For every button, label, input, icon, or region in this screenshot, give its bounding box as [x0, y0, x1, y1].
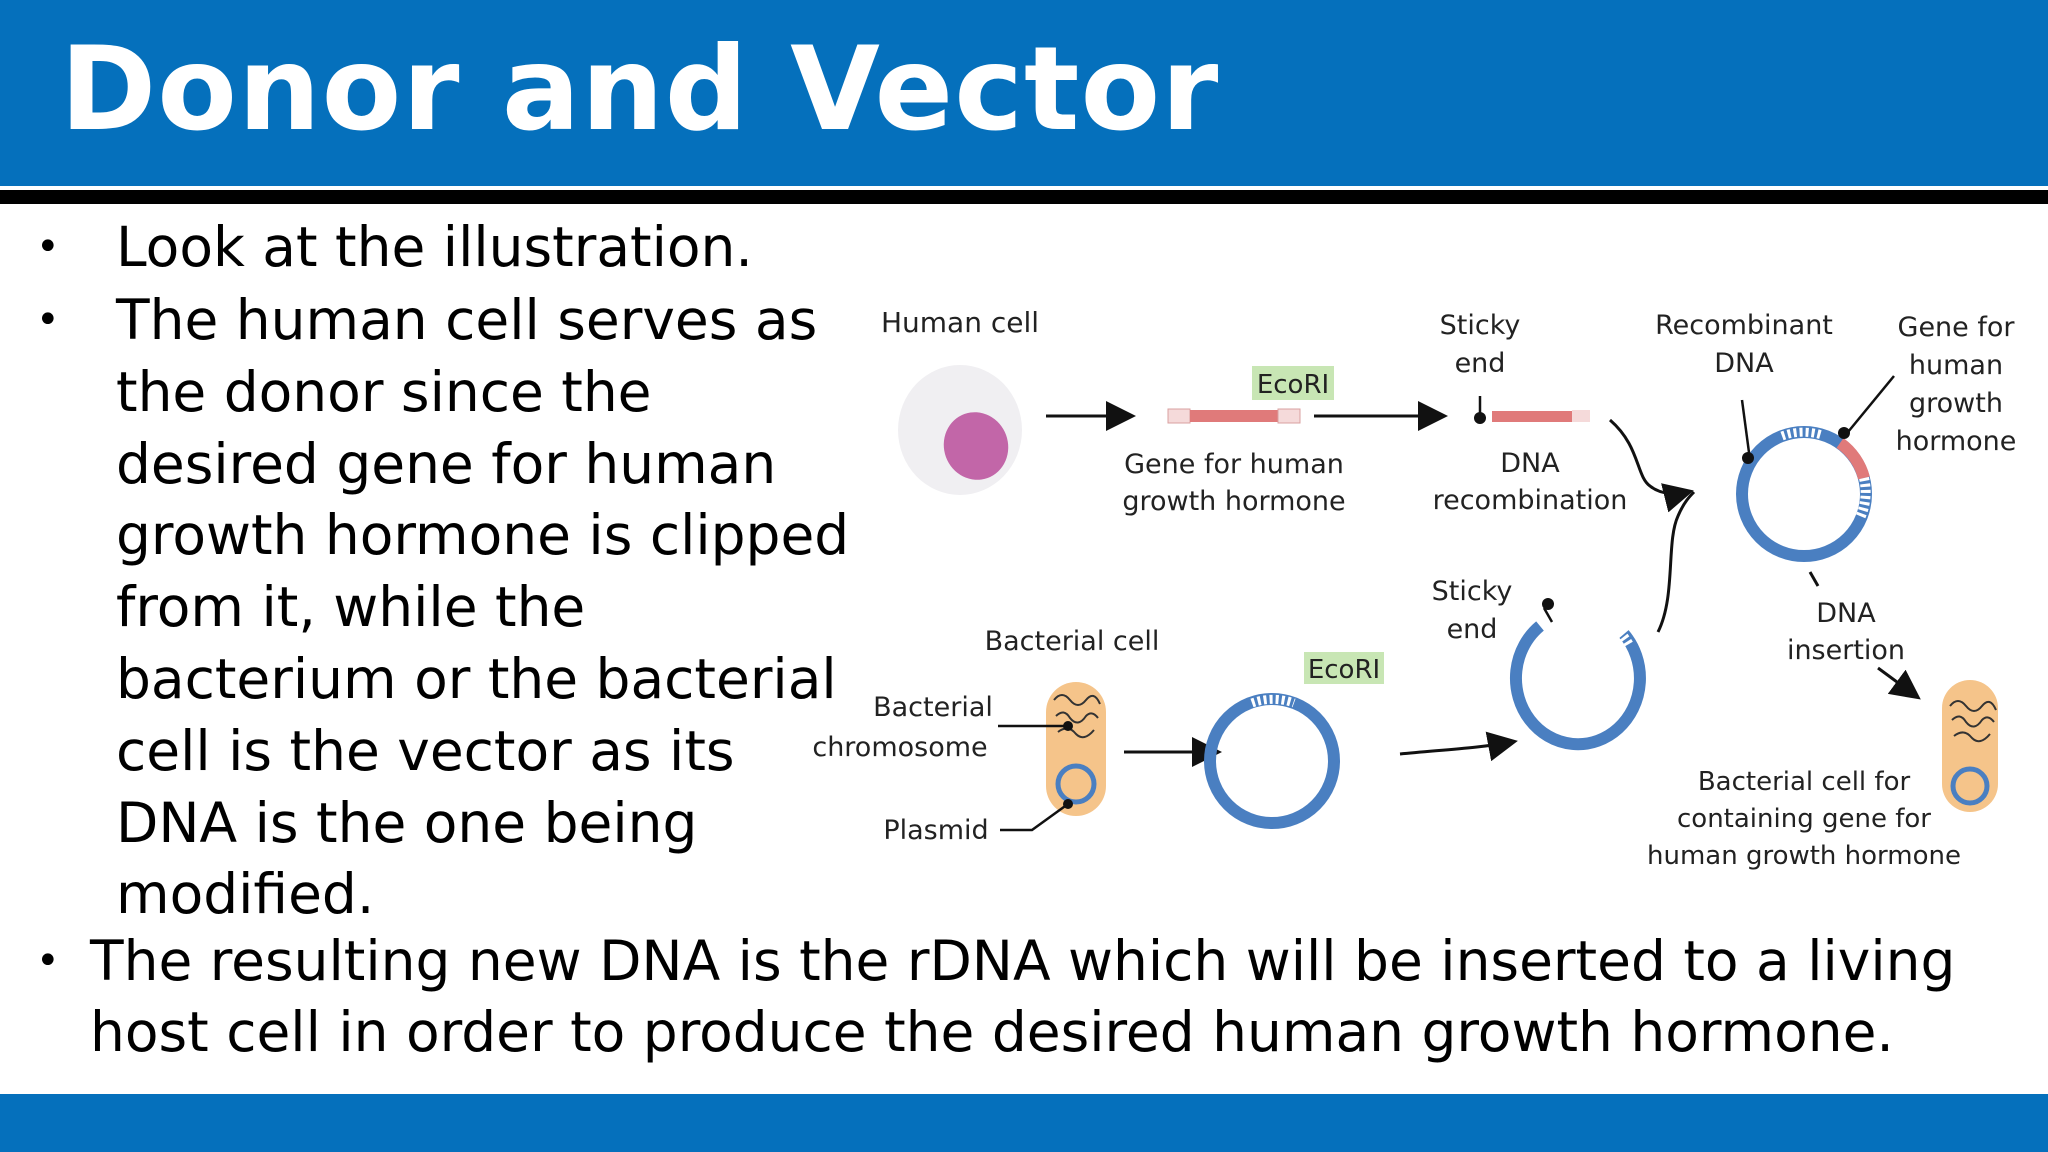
pointer-dot — [1063, 721, 1073, 731]
sticky-end-dot — [1542, 598, 1554, 610]
plasmid-label: Plasmid — [883, 815, 988, 846]
bullet-dot: • — [36, 297, 60, 343]
pointer-dot — [1063, 799, 1073, 809]
pointer-line — [1740, 399, 1752, 461]
final-cell-label: containing gene for — [1677, 804, 1931, 834]
gene-fragment — [1167, 408, 1301, 424]
final-cell-label: Bacterial cell for — [1698, 767, 1911, 797]
gene-for-label: human — [1909, 350, 2003, 381]
gene-label: Gene for human — [1124, 449, 1344, 480]
ecori-label: EcoRI — [1257, 370, 1329, 400]
final-bacterial-cell — [1942, 680, 1998, 812]
sticky-end-dot — [1474, 412, 1486, 424]
pointer-dot — [1742, 452, 1754, 464]
gene-for-label: hormone — [1896, 426, 2017, 457]
bullet-dot: • — [36, 224, 60, 270]
sticky-end-label: end — [1455, 348, 1506, 379]
bullet-text: Look at the illustration. — [116, 215, 753, 279]
arrow — [1609, 418, 1694, 513]
bacterial-cell-label: Bacterial cell — [985, 626, 1160, 657]
bullet-dot: • — [36, 938, 60, 984]
dna-insertion-label: insertion — [1787, 635, 1905, 666]
dna-fragment — [1492, 411, 1572, 422]
gene-for-label: growth — [1909, 388, 2003, 419]
sticky-end-label: end — [1447, 614, 1498, 645]
recombinant-label: DNA — [1714, 348, 1774, 379]
isolated-plasmid — [1204, 693, 1340, 829]
arrow — [1877, 666, 1921, 700]
pointer-dot — [1838, 427, 1850, 439]
dna-recombination-label: DNA — [1500, 448, 1560, 479]
recombinant-label: Recombinant — [1655, 310, 1833, 341]
gene-label: growth hormone — [1122, 486, 1345, 517]
arrow — [1399, 731, 1518, 762]
bacterial-chromosome-label: Bacterial — [873, 692, 993, 723]
bacterial-chromosome-label: chromosome — [812, 732, 987, 763]
arrow — [1656, 490, 1696, 633]
slide-title: Donor and Vector — [60, 22, 1220, 157]
title-divider — [0, 190, 2048, 204]
human-cell-label: Human cell — [881, 306, 1039, 339]
gene-for-label: Gene for — [1898, 312, 2016, 343]
dna-insertion-label: DNA — [1816, 598, 1876, 629]
pointer-line — [1542, 607, 1554, 623]
title-bar — [0, 0, 2048, 186]
recombinant-dna-diagram: Human cell EcoRI Gene for human growth h… — [812, 306, 2017, 871]
dna-fragment-end — [1572, 410, 1590, 422]
sticky-end-label: Sticky — [1432, 576, 1513, 607]
recombinant-plasmid — [1736, 426, 1872, 562]
final-cell-label: human growth hormone — [1647, 841, 1961, 871]
ecori-tag — [1304, 652, 1384, 684]
arrow — [1808, 571, 1820, 587]
bullet-text: The human cell serves as the donor since… — [116, 288, 850, 927]
bacterial-cell — [1046, 682, 1106, 816]
sticky-end-label: Sticky — [1440, 310, 1521, 341]
footer-bar — [0, 1094, 2048, 1152]
pointer-line — [1000, 802, 1069, 832]
bullet-text: The resulting new DNA is the rDNA which … — [90, 929, 1956, 1064]
human-cell — [898, 365, 1022, 495]
ecori-label: EcoRI — [1308, 655, 1380, 685]
dna-recombination-label: recombination — [1433, 485, 1628, 516]
pointer-line — [1847, 375, 1895, 433]
ecori-tag — [1252, 366, 1334, 400]
opened-plasmid — [1509, 621, 1646, 751]
